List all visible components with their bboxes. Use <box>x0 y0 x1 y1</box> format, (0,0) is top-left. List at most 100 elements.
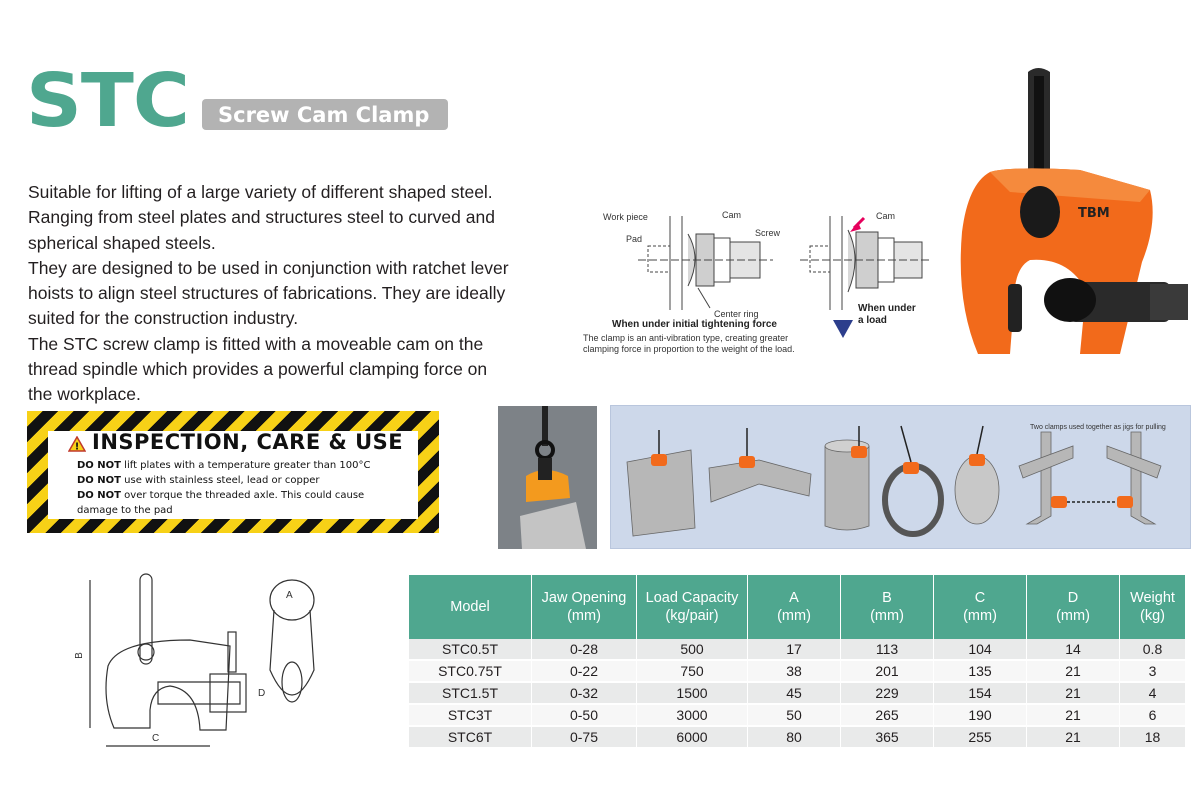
warning-emphasis: DO NOT <box>77 460 121 471</box>
header-b: B(mm) <box>840 575 934 639</box>
table-cell: STC3T <box>409 704 532 727</box>
jig-note: Two clamps used together as jigs for pul… <box>1030 424 1166 431</box>
table-cell: 113 <box>840 639 934 661</box>
table-cell: 4 <box>1119 682 1185 705</box>
warning-text: over torque the threaded axle. This coul… <box>120 490 365 501</box>
warning-emphasis: DO NOT <box>77 475 121 486</box>
description-line: Ranging from steel plates and structures… <box>28 207 495 228</box>
description-line: suited for the construction industry. <box>28 308 299 329</box>
table-cell: 201 <box>840 660 934 683</box>
label-cam-loaded: Cam <box>876 211 896 221</box>
dimension-drawing <box>89 573 315 747</box>
label-cam: Cam <box>722 210 742 220</box>
dim-label-b: B <box>73 652 85 659</box>
subtitle-bar <box>202 99 448 130</box>
table-cell: 0-22 <box>531 660 637 683</box>
table-cell: 21 <box>1026 660 1120 683</box>
dim-label-a: A <box>286 590 293 601</box>
label-screw: Screw <box>755 228 781 238</box>
header-jaw-opening: Jaw Opening(mm) <box>531 575 637 639</box>
warning-line: damage to the pad <box>77 505 173 516</box>
description-line: They are designed to be used in conjunct… <box>28 257 509 278</box>
table-cell: 750 <box>636 660 748 683</box>
description-line: the workplace. <box>28 384 141 405</box>
table-cell: 0-75 <box>531 726 637 749</box>
label-pad: Pad <box>626 234 643 244</box>
cam-mechanism-diagram <box>638 216 930 338</box>
table-cell: STC0.75T <box>409 660 532 683</box>
header-weight: Weight(kg) <box>1119 575 1185 639</box>
down-arrow-icon <box>833 320 853 338</box>
description-line: The STC screw clamp is fitted with a mov… <box>28 333 484 354</box>
label-work-piece: Work piece <box>603 212 648 222</box>
table-cell: 1500 <box>636 682 748 705</box>
table-cell: 80 <box>747 726 841 749</box>
table-cell: 21 <box>1026 704 1120 727</box>
table-cell: 3 <box>1119 660 1185 683</box>
table-header-row: Model Jaw Opening(mm) Load Capacity(kg/p… <box>409 575 1185 639</box>
label-center-ring: Center ring <box>714 309 759 319</box>
table-cell: 154 <box>933 682 1027 705</box>
description-line: hoists to align steel structures of fabr… <box>28 283 506 304</box>
table-cell: 500 <box>636 639 748 661</box>
warning-emphasis: DO NOT <box>77 490 121 501</box>
warning-triangle-icon: ! <box>68 436 86 452</box>
table-cell: 365 <box>840 726 934 749</box>
table-cell: 6 <box>1119 704 1185 727</box>
clamp-product-image <box>960 68 1188 354</box>
page-title: STC <box>26 58 190 144</box>
dim-label-c: C <box>152 733 160 744</box>
table-cell: 190 <box>933 704 1027 727</box>
table-cell: STC6T <box>409 726 532 749</box>
warning-panel <box>48 431 418 519</box>
header-d: D(mm) <box>1026 575 1120 639</box>
table-cell: 104 <box>933 639 1027 661</box>
table-cell: 38 <box>747 660 841 683</box>
table-cell: 135 <box>933 660 1027 683</box>
table-cell: 14 <box>1026 639 1120 661</box>
caption-under-load: When under a load <box>858 303 916 326</box>
table-cell: 265 <box>840 704 934 727</box>
table-cell: 255 <box>933 726 1027 749</box>
header-load-capacity: Load Capacity(kg/pair) <box>636 575 748 639</box>
header-c: C(mm) <box>933 575 1027 639</box>
table-cell: 0-50 <box>531 704 637 727</box>
table-cell: 6000 <box>636 726 748 749</box>
table-cell: STC1.5T <box>409 682 532 705</box>
header-a: A(mm) <box>747 575 841 639</box>
applications-panel <box>610 405 1191 549</box>
table-cell: 50 <box>747 704 841 727</box>
table-cell: 45 <box>747 682 841 705</box>
warning-line: DO NOT use with stainless steel, lead or… <box>77 474 319 488</box>
description-line: spherical shaped steels. <box>28 232 216 253</box>
table-cell: 0.8 <box>1119 639 1185 661</box>
caption-initial-tightening: When under initial tightening force <box>612 319 777 330</box>
header-model: Model <box>409 575 532 639</box>
table-cell: 229 <box>840 682 934 705</box>
diagram-note-line: clamping force in proportion to the weig… <box>583 344 795 354</box>
diagram-note-line: The clamp is an anti-vibration type, cre… <box>583 333 789 343</box>
table-cell: 0-32 <box>531 682 637 705</box>
warning-text: lift plates with a temperature greater t… <box>120 460 371 471</box>
product-description: Suitable for lifting of a large variety … <box>28 180 588 408</box>
warning-title: INSPECTION, CARE & USE <box>92 430 404 454</box>
specification-table: Model Jaw Opening(mm) Load Capacity(kg/p… <box>409 575 1185 749</box>
description-line: thread spindle which provides a powerful… <box>28 359 488 380</box>
svg-text:!: ! <box>75 442 80 453</box>
warning-line: DO NOT lift plates with a temperature gr… <box>77 459 370 473</box>
table-cell: 3000 <box>636 704 748 727</box>
clamp-in-use-photo <box>498 406 597 549</box>
warning-text: use with stainless steel, lead or copper <box>120 475 320 486</box>
brand-logo-text: TBM <box>1078 206 1110 221</box>
table-cell: 18 <box>1119 726 1185 749</box>
table-cell: 17 <box>747 639 841 661</box>
dim-label-d: D <box>258 688 266 699</box>
description-line: Suitable for lifting of a large variety … <box>28 182 493 202</box>
page-subtitle: Screw Cam Clamp <box>218 103 430 127</box>
table-cell: 0-28 <box>531 639 637 661</box>
